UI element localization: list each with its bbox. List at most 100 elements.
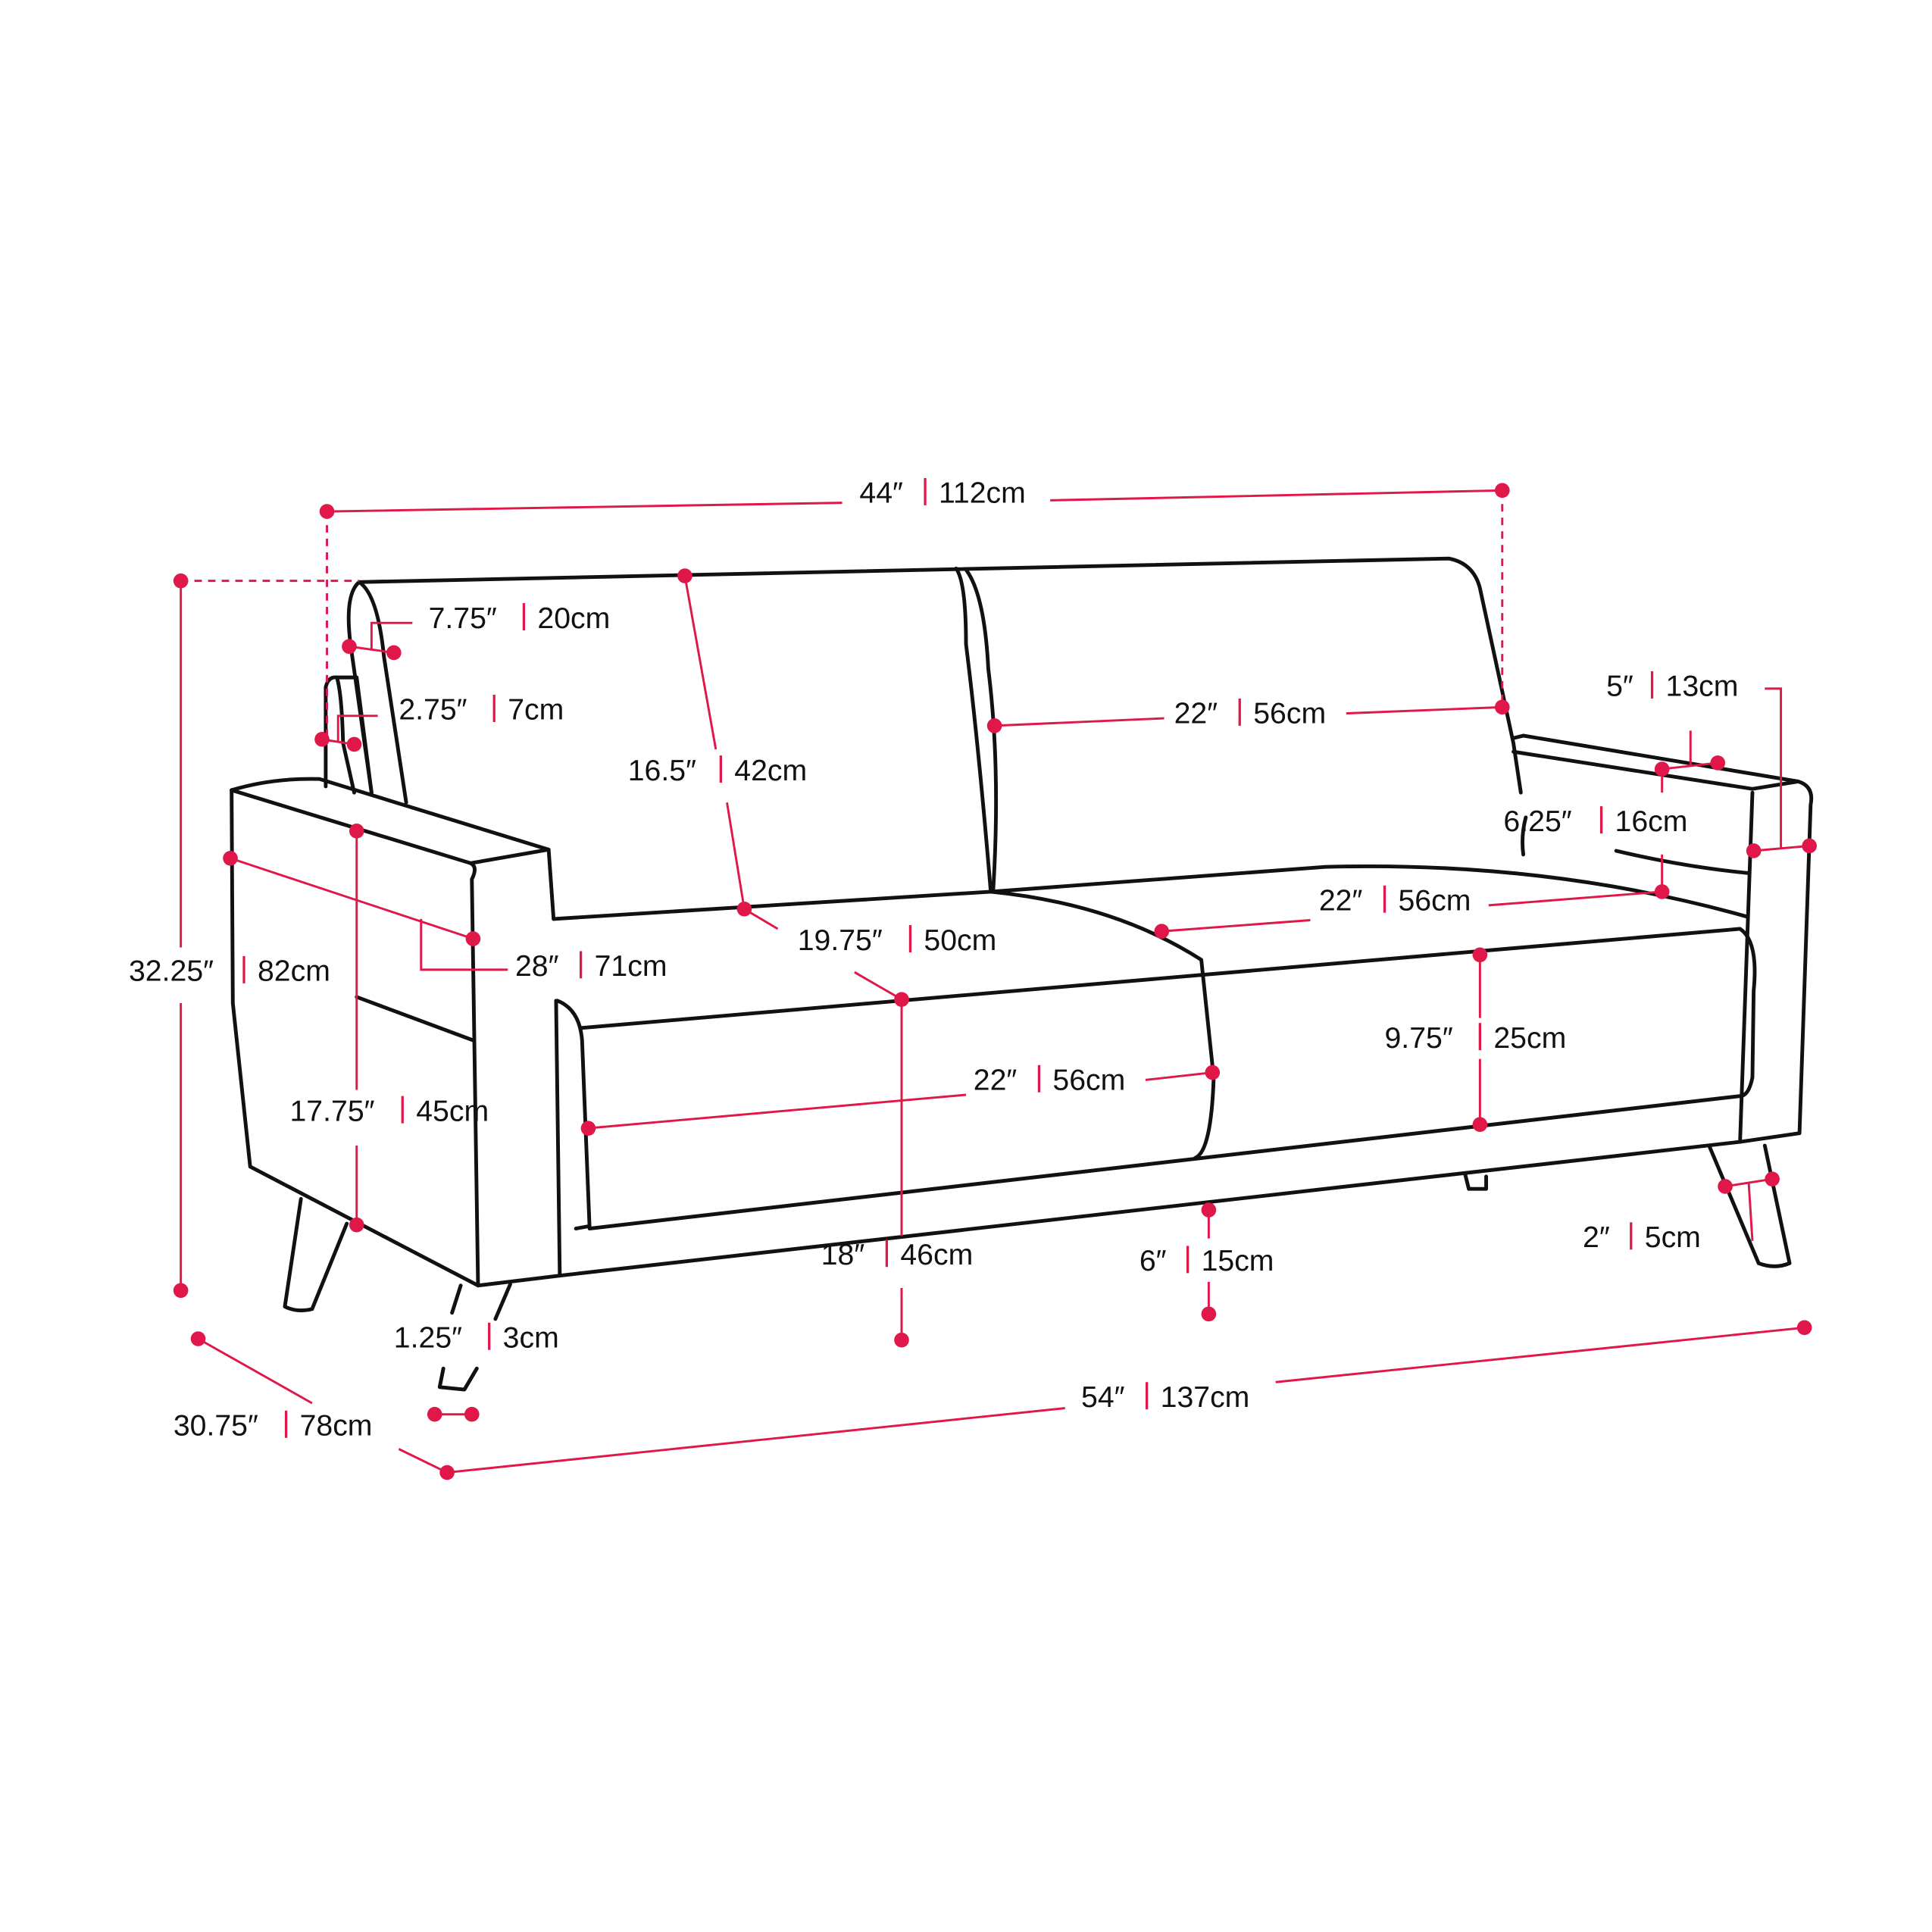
- imperial-value: 32.25″: [129, 955, 214, 988]
- endpoint-dot: [1201, 1306, 1217, 1322]
- endpoint-dot: [1472, 1117, 1488, 1133]
- label-backrest-height: 16.5″ 42cm: [628, 754, 807, 787]
- label-overall-width: 54″ 137cm: [1081, 1380, 1249, 1414]
- label-seat-cushion-width: 22″ 56cm: [974, 1063, 1126, 1096]
- imperial-value: 54″: [1081, 1380, 1125, 1414]
- imperial-value: 18″: [821, 1238, 865, 1271]
- imperial-value: 28″: [515, 949, 559, 983]
- metric-value: 20cm: [537, 602, 610, 635]
- metric-value: 3cm: [503, 1321, 559, 1354]
- imperial-value: 22″: [1174, 697, 1218, 730]
- sofa-outline: [230, 556, 1814, 1392]
- imperial-value: 17.75″: [290, 1094, 375, 1127]
- imperial-value: 2.75″: [399, 693, 467, 727]
- metric-value: 56cm: [1398, 883, 1471, 917]
- metric-value: 137cm: [1161, 1380, 1250, 1414]
- endpoint-dot: [1718, 1179, 1733, 1194]
- label-overall-depth: 30.75″ 78cm: [174, 1409, 373, 1443]
- imperial-value: 22″: [974, 1063, 1018, 1096]
- endpoint-dot: [1494, 483, 1510, 499]
- endpoint-dot: [1154, 924, 1170, 939]
- label-arm-height-above-seat: 6.25″ 16cm: [1503, 805, 1687, 838]
- endpoint-dot: [1765, 1171, 1780, 1186]
- imperial-value: 30.75″: [174, 1409, 258, 1443]
- endpoint-dot: [580, 1121, 596, 1136]
- imperial-value: 16.5″: [628, 754, 696, 787]
- metric-value: 78cm: [300, 1409, 373, 1443]
- metric-value: 56cm: [1253, 697, 1326, 730]
- metric-value: 7cm: [508, 693, 564, 727]
- metric-value: 16cm: [1615, 805, 1688, 838]
- label-arm-depth: 28″ 71cm: [515, 949, 667, 983]
- endpoint-dot: [349, 1217, 364, 1233]
- endpoint-dot: [1654, 884, 1670, 899]
- metric-value: 15cm: [1202, 1244, 1274, 1277]
- metric-value: 13cm: [1666, 670, 1739, 703]
- imperial-value: 7.75″: [429, 602, 497, 635]
- imperial-value: 6.25″: [1503, 805, 1571, 838]
- endpoint-dot: [173, 1283, 189, 1299]
- endpoint-dot: [319, 504, 335, 519]
- label-back-lower-thickness: 2.75″ 7cm: [399, 693, 564, 727]
- metric-value: 42cm: [734, 754, 807, 787]
- imperial-value: 5″: [1606, 670, 1633, 703]
- endpoint-dot: [1802, 838, 1817, 854]
- endpoint-dot: [1472, 947, 1488, 963]
- endpoint-dot: [439, 1465, 455, 1480]
- dimension-labels: 44″ 112cm 7.75″ 20cm 2.75″ 7cm 16.5″ 42c…: [129, 477, 1738, 1443]
- metric-value: 50cm: [924, 924, 996, 957]
- endpoint-dot: [736, 902, 752, 917]
- label-overall-back-width: 44″ 112cm: [859, 477, 1025, 510]
- label-back-top-thickness: 7.75″ 20cm: [429, 602, 611, 635]
- endpoint-dot: [427, 1406, 442, 1422]
- endpoint-dot: [986, 718, 1002, 733]
- label-seat-height: 18″ 46cm: [821, 1238, 974, 1271]
- endpoint-dot: [1494, 699, 1510, 715]
- endpoint-dot: [677, 568, 692, 583]
- metric-value: 45cm: [416, 1094, 489, 1127]
- label-back-cushion-width: 22″ 56cm: [1174, 697, 1327, 730]
- metric-value: 46cm: [900, 1238, 973, 1271]
- imperial-value: 22″: [1319, 883, 1363, 917]
- imperial-value: 19.75″: [798, 924, 883, 957]
- label-arm-width: 5″ 13cm: [1606, 670, 1738, 703]
- endpoint-dot: [894, 1332, 909, 1348]
- endpoint-dot: [465, 931, 481, 946]
- endpoint-dot: [190, 1331, 206, 1346]
- metric-value: 5cm: [1645, 1221, 1701, 1254]
- label-seat-depth: 19.75″ 50cm: [798, 924, 997, 957]
- metric-value: 56cm: [1052, 1063, 1125, 1096]
- imperial-value: 44″: [859, 477, 903, 510]
- label-leg-height: 6″ 15cm: [1140, 1244, 1274, 1277]
- label-leg-tip: 1.25″ 3cm: [394, 1321, 559, 1354]
- dimension-endpoints: [173, 483, 1817, 1480]
- endpoint-dot: [346, 736, 362, 752]
- label-arm-height: 17.75″ 45cm: [290, 1094, 489, 1127]
- metric-value: 82cm: [258, 955, 330, 988]
- endpoint-dot: [464, 1406, 480, 1422]
- metric-value: 25cm: [1493, 1021, 1566, 1055]
- label-seat-cushion-thickness: 9.75″ 25cm: [1385, 1021, 1567, 1055]
- endpoint-dot: [1654, 761, 1670, 777]
- label-overall-height: 32.25″ 82cm: [129, 955, 330, 988]
- endpoint-dot: [173, 573, 189, 589]
- endpoint-dot: [386, 645, 402, 661]
- endpoint-dot: [349, 824, 364, 839]
- label-seat-depth-right: 22″ 56cm: [1319, 883, 1471, 917]
- metric-value: 112cm: [939, 477, 1026, 510]
- endpoint-dot: [1710, 755, 1726, 771]
- metric-value: 71cm: [595, 949, 667, 983]
- imperial-value: 6″: [1140, 1244, 1167, 1277]
- endpoint-dot: [342, 639, 357, 655]
- imperial-value: 1.25″: [394, 1321, 462, 1354]
- endpoint-dot: [1796, 1320, 1812, 1336]
- label-leg-width: 2″ 5cm: [1583, 1221, 1701, 1254]
- endpoint-dot: [314, 732, 330, 747]
- endpoint-dot: [894, 992, 909, 1007]
- endpoint-dot: [223, 850, 238, 866]
- imperial-value: 2″: [1583, 1221, 1610, 1254]
- imperial-value: 9.75″: [1385, 1021, 1453, 1055]
- endpoint-dot: [1201, 1202, 1217, 1218]
- endpoint-dot: [1205, 1064, 1221, 1080]
